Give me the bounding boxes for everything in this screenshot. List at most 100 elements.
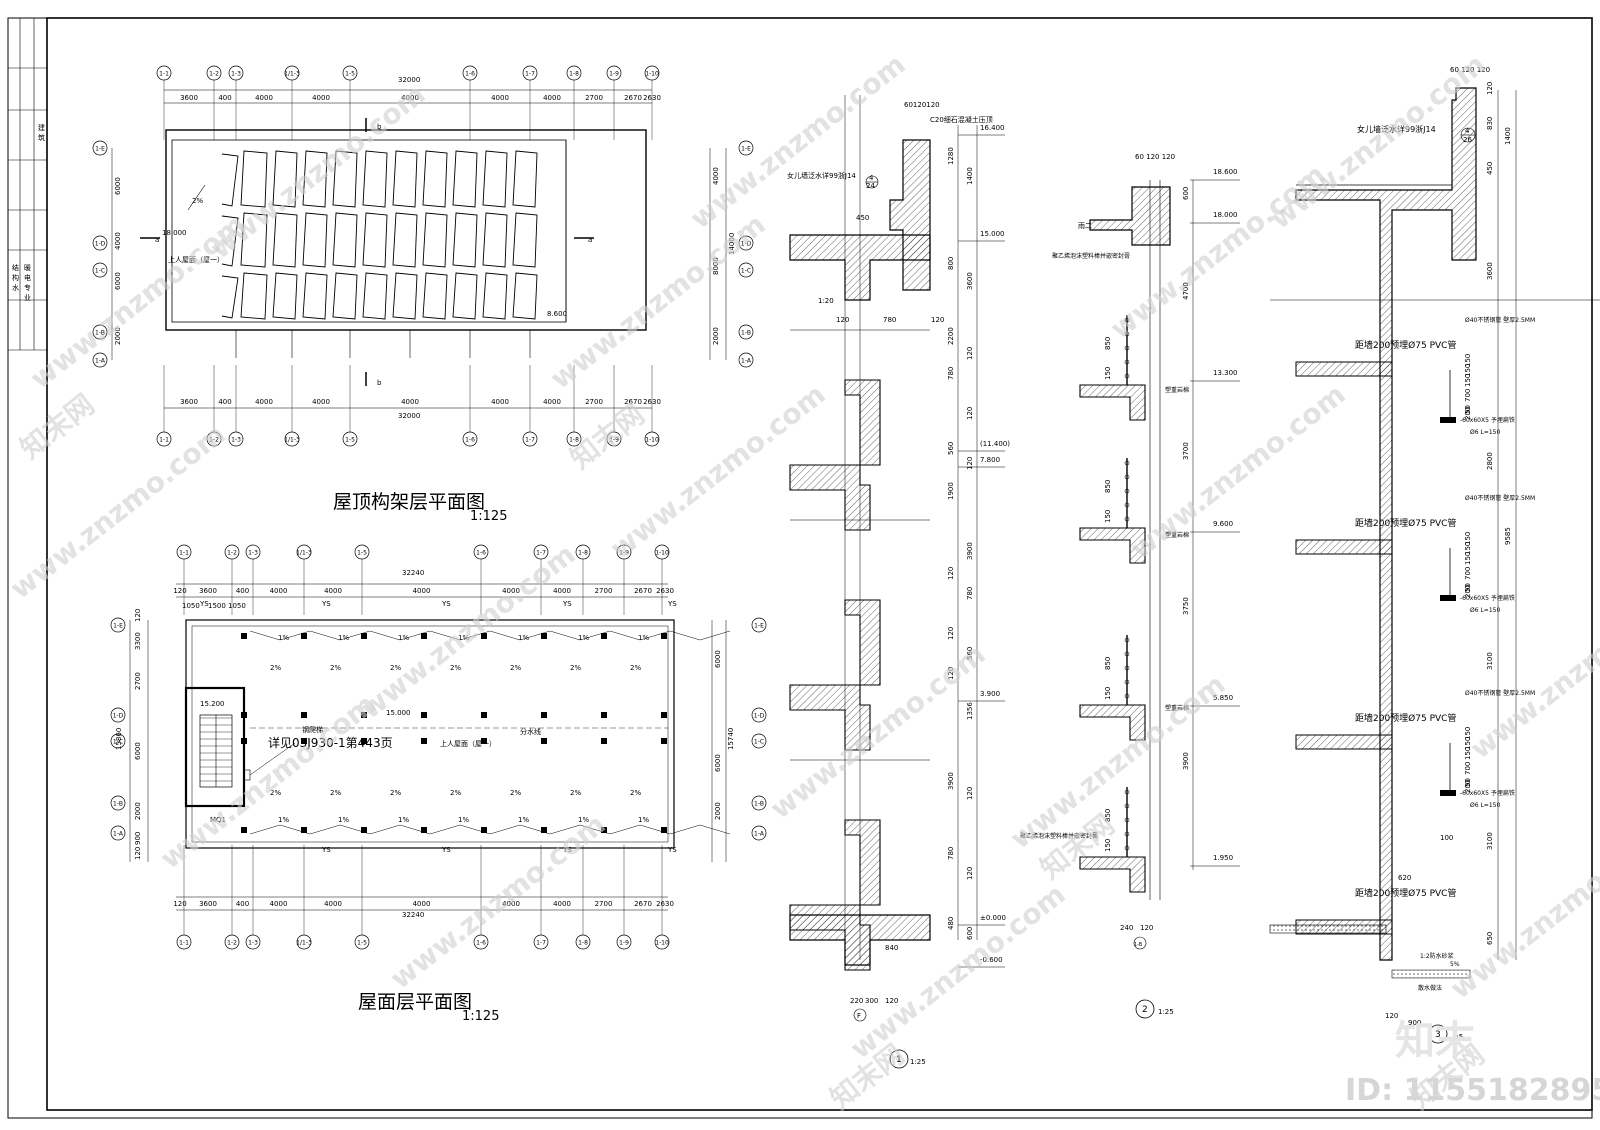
dim-text: 780	[947, 847, 955, 860]
axis-bubble: 1-8	[578, 550, 588, 557]
svg-text:1: 1	[896, 1055, 902, 1065]
dim-text: 120	[947, 667, 955, 680]
column	[301, 633, 307, 639]
watermark-site: www.znzmo.com	[1444, 818, 1600, 1006]
detail3-top-dims: 60 120 120	[1450, 66, 1490, 74]
axis-bubble: 1-E	[754, 623, 764, 630]
slope-pct: 2%	[570, 789, 581, 797]
dim-text: 120	[966, 457, 974, 470]
detail1-bottom-width: 840	[885, 944, 898, 952]
dim-text: 2200	[947, 327, 955, 345]
slope-pct: 1%	[338, 816, 349, 824]
slope-pct: 1%	[638, 816, 649, 824]
elev-text: 15.000	[980, 230, 1005, 238]
axis-bubble: 1-A	[113, 831, 124, 838]
rail-bolt	[1124, 345, 1130, 351]
axis-bubble: 1-7	[525, 437, 535, 444]
rail-bolt	[1124, 637, 1130, 643]
axis-bubble: 1-D	[741, 241, 752, 248]
dim-text: 120	[966, 867, 974, 880]
wall-section-detail-1: 1280140080036002200120780120560120190039…	[787, 95, 1010, 1069]
plan1-scale: 1:125	[470, 509, 507, 524]
axis-bubble-circle	[751, 733, 767, 749]
plate-note: -60x60X5 予埋扁铁	[1460, 594, 1515, 602]
tb-char: 业	[24, 293, 31, 302]
dim-text: 1400	[966, 167, 974, 185]
plan2-d1500: 1500	[208, 602, 226, 610]
slope-pct: 1%	[278, 816, 289, 824]
plan2-ladder: 钢爬梯	[302, 725, 323, 734]
dim-text: 6000	[714, 754, 722, 772]
axis-bubble: 1-1	[159, 437, 169, 444]
axis-bubble: 1-C	[95, 268, 105, 275]
dim-text: 200	[1464, 780, 1472, 793]
plan1-side-dim-right: 2000	[712, 327, 720, 345]
dim-text: 4000	[502, 900, 520, 908]
dim-text: 3600	[1486, 262, 1494, 280]
axis-bubble: 1-B	[754, 801, 764, 808]
plan1-side-dim: 6000	[114, 272, 122, 290]
plan1-axis-bubbles-left: 1-E1-D1-C1-B1-A	[92, 140, 108, 368]
dim-text: 120	[966, 407, 974, 420]
dim-text: 150	[1464, 374, 1472, 387]
elev-text: 9.600	[1213, 520, 1233, 528]
axis-bubble-circle	[110, 795, 126, 811]
dim-text: 2670	[634, 587, 652, 595]
plan2-total-bottom: 32240	[402, 911, 424, 919]
rail-bolt	[1124, 373, 1130, 379]
frame-cell	[221, 215, 239, 267]
tb-char: 暖	[24, 264, 31, 272]
slope-pct: 1%	[458, 816, 469, 824]
dim-text: 4000	[543, 398, 561, 406]
axis-bubble: 1-C	[754, 739, 764, 746]
plan1-elev-8: 8.600	[547, 310, 567, 318]
frame-cell	[392, 272, 418, 320]
dim-text: 4000	[413, 900, 431, 908]
dim-text: 150	[1464, 542, 1472, 555]
detail3-mortar: 1:2防水砂浆	[1420, 952, 1454, 960]
plan1-total-bottom: 32000	[398, 412, 420, 420]
detail2-scale: 1:25	[1158, 1008, 1174, 1016]
detail3-d100: 100	[1440, 834, 1453, 842]
frame-cell	[272, 150, 298, 208]
axis-bubble-circle	[110, 707, 126, 723]
axis-bubble-circle	[751, 617, 767, 633]
plan1-frame-grid	[111, 118, 727, 386]
frame-cell	[422, 150, 448, 208]
detail1-parapet-note: 女儿墙泛水详99浙J14	[787, 171, 856, 180]
dim-text: 700	[1464, 389, 1472, 402]
column	[541, 738, 547, 744]
axis-bubble-circle	[92, 352, 108, 368]
watermark-layer: www.znzmo.comwww.znzmo.comwww.znzmo.comw…	[4, 48, 1600, 1116]
slope-pct: 2%	[510, 789, 521, 797]
column	[421, 633, 427, 639]
frame-cell	[482, 150, 508, 208]
axis-bubble: 1-3	[248, 550, 258, 557]
detail2-top-label: 雨二	[1078, 222, 1092, 230]
dim-text: 700	[1464, 567, 1472, 580]
detail1-d450: 450	[856, 214, 869, 222]
slope-pct: 2%	[630, 664, 641, 672]
plan2-d1050a: 1050	[182, 602, 200, 610]
detail3-d120: 120	[1385, 1012, 1398, 1020]
rail-bolt	[1124, 516, 1130, 522]
axis-bubble-circle	[751, 825, 767, 841]
balcony-slab	[1079, 856, 1146, 893]
dim-text: 4000	[543, 94, 561, 102]
frame-cell	[452, 150, 478, 208]
dim-text: 3900	[966, 542, 974, 560]
slope-pct: 1%	[638, 634, 649, 642]
drain-label: YS	[667, 846, 677, 854]
slope-pct: 1%	[518, 816, 529, 824]
rail-bolt	[1124, 651, 1130, 657]
pvc-note: 距墙200预埋Ø75 PVC管	[1355, 517, 1456, 529]
frame-cell	[422, 272, 448, 320]
axis-bubble: 1-2	[209, 437, 219, 444]
plan1-side-dim: 6000	[114, 177, 122, 195]
axis-bubble: 1-B	[741, 330, 751, 337]
detail2-axis: 1-B	[1134, 942, 1143, 948]
